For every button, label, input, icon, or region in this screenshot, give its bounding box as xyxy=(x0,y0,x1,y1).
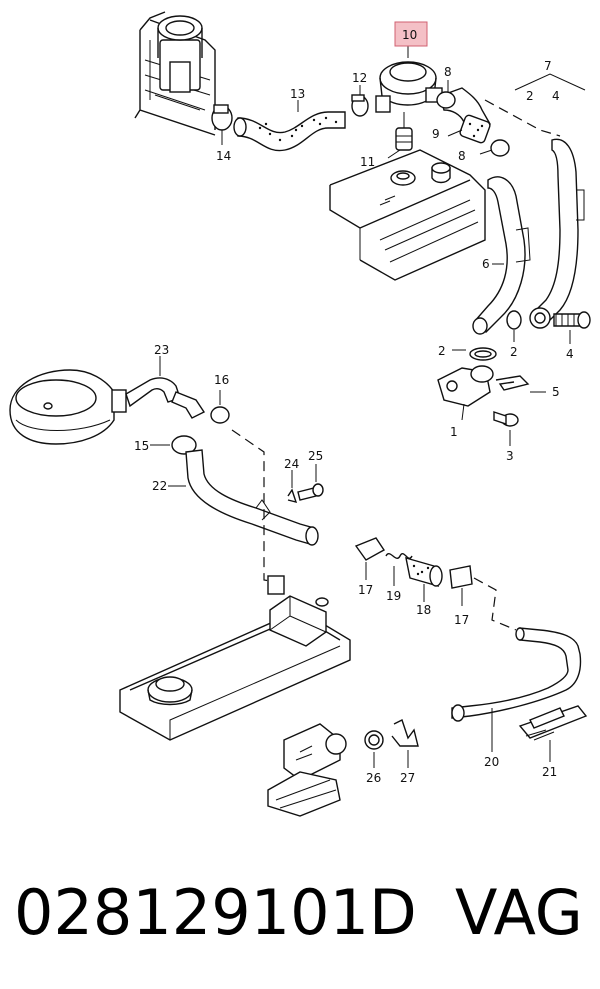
callout-12: 12 xyxy=(352,71,367,85)
callout-17-left: 17 xyxy=(358,583,373,597)
clamp-8-upper xyxy=(436,80,456,109)
bracket-21 xyxy=(518,705,588,762)
callout-17-right: 17 xyxy=(454,613,469,627)
callout-3: 3 xyxy=(506,449,514,463)
callout-27: 27 xyxy=(400,771,415,785)
bolt-4 xyxy=(553,311,591,344)
oil-separator-10 xyxy=(375,40,443,113)
hose-22 xyxy=(168,449,319,546)
clamp-14 xyxy=(211,104,233,145)
callout-4: 4 xyxy=(566,347,574,361)
seal-2-right xyxy=(506,310,522,342)
clamp-17-right xyxy=(449,565,473,606)
callout-23: 23 xyxy=(154,343,169,357)
hose-6 xyxy=(472,176,531,335)
seal-26 xyxy=(364,730,384,768)
callout-9: 9 xyxy=(432,127,440,141)
engine-block-top-left xyxy=(134,11,216,136)
callout-14: 14 xyxy=(216,149,231,163)
callout-5: 5 xyxy=(552,385,560,399)
leader-dash-left xyxy=(231,429,277,583)
spring-19 xyxy=(385,553,413,586)
callout-7: 7 xyxy=(544,59,552,73)
callout-22: 22 xyxy=(152,479,167,493)
hose-20 xyxy=(451,627,582,752)
callout-18: 18 xyxy=(416,603,431,617)
clip-27 xyxy=(391,719,419,768)
hose-18 xyxy=(405,557,443,602)
callout-6: 6 xyxy=(482,257,490,271)
hose-4-long xyxy=(529,138,585,329)
leader-dash-right xyxy=(473,577,517,631)
valve-27 xyxy=(267,723,347,817)
screw-3 xyxy=(493,411,519,446)
brand-name: VAG xyxy=(455,876,583,949)
callout-8-lower: 8 xyxy=(458,149,466,163)
callout-26: 26 xyxy=(366,771,381,785)
callout-15: 15 xyxy=(134,439,149,453)
callout-8-upper: 8 xyxy=(444,65,452,79)
callout-24: 24 xyxy=(284,457,299,471)
clamp-17-left xyxy=(354,537,386,580)
clip-24 xyxy=(287,470,298,503)
bracket-7 xyxy=(514,73,586,91)
clamp-12 xyxy=(351,85,369,117)
highlight-box-10 xyxy=(394,21,428,47)
air-intake-23 xyxy=(9,356,181,445)
part-number: 028129101D xyxy=(14,876,417,949)
callout-2-bracket: 2 xyxy=(526,89,534,103)
callout-20: 20 xyxy=(484,755,499,769)
callout-13: 13 xyxy=(290,87,305,101)
lower-valve-cover xyxy=(119,575,351,741)
callout-21: 21 xyxy=(542,765,557,779)
spring-clip-5 xyxy=(495,375,546,393)
callout-19: 19 xyxy=(386,589,401,603)
flange-1 xyxy=(437,365,494,421)
valve-cover xyxy=(329,149,486,281)
callout-2-left: 2 xyxy=(438,344,446,358)
grommet-11 xyxy=(387,112,413,159)
callout-1: 1 xyxy=(450,425,458,439)
bolt-25 xyxy=(297,464,324,501)
clamp-8-lower xyxy=(479,139,510,157)
leader-dash-top xyxy=(484,99,561,137)
seal-2-left xyxy=(452,347,497,361)
callout-25: 25 xyxy=(308,449,323,463)
callout-4-bracket: 4 xyxy=(552,89,560,103)
callout-2-right: 2 xyxy=(510,345,518,359)
hose-16 xyxy=(171,390,230,424)
callout-16: 16 xyxy=(214,373,229,387)
clamp-15 xyxy=(150,435,197,455)
exploded-parts-diagram: 10 13 12 8 7 2 4 9 8 14 11 6 2 2 4 23 16… xyxy=(9,11,591,817)
callout-10: 10 xyxy=(402,28,417,42)
hose-13 xyxy=(233,100,346,152)
footer-caption: 028129101D VAG xyxy=(0,868,600,968)
callout-11: 11 xyxy=(360,155,375,169)
